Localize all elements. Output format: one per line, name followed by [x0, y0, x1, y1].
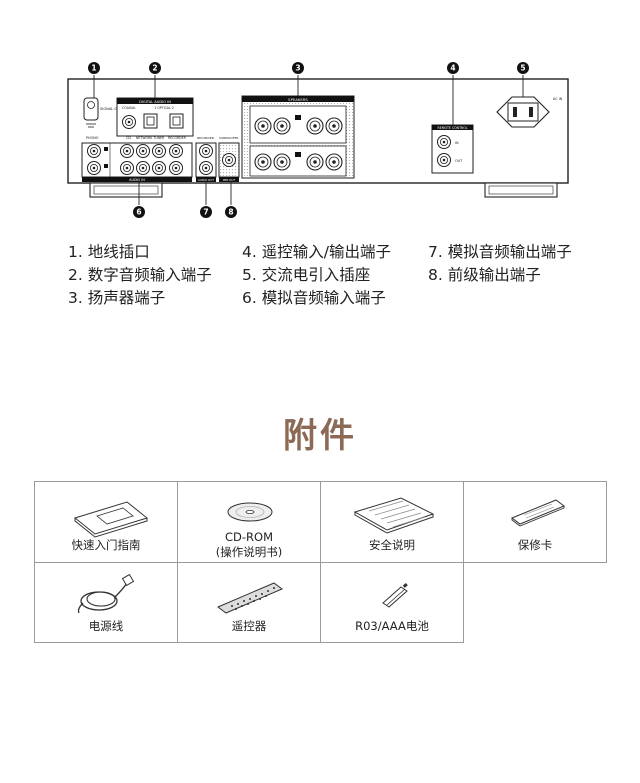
foot-left: [89, 182, 163, 198]
accessory-label: 保修卡: [517, 538, 553, 552]
svg-text:AC IN: AC IN: [553, 97, 563, 101]
accessory-label: 快速入门指南: [71, 538, 141, 552]
svg-text:7: 7: [203, 208, 208, 217]
accessory-label: 安全说明: [369, 538, 415, 552]
legend-item: 1. 地线插口: [68, 243, 150, 261]
svg-text:SPEAKERS: SPEAKERS: [288, 97, 308, 102]
accessory-label: 电源线: [88, 619, 124, 633]
svg-text:AUDIO OUT: AUDIO OUT: [198, 178, 214, 182]
svg-text:2: 2: [152, 64, 157, 73]
speaker-terminals-block: SPEAKERS: [241, 95, 355, 179]
legend-column-2: 4. 遥控输入/输出端子 5. 交流电引入插座 6. 模拟音频输入端子: [242, 241, 391, 310]
remote-control-block: REMOTE CONTROL IN OUT: [431, 124, 474, 174]
svg-text:PRE OUT: PRE OUT: [223, 178, 236, 182]
svg-text:6: 6: [136, 208, 141, 217]
quick-start-guide-icon: [73, 501, 149, 538]
svg-text:NETWORK TUNER: NETWORK TUNER: [136, 136, 165, 140]
battery-icon: [382, 582, 408, 608]
svg-text:4: 4: [450, 64, 455, 73]
svg-text:SUBWOOFER: SUBWOOFER: [219, 136, 238, 140]
legend-item: 7. 模拟音频输出端子: [428, 243, 572, 261]
pre-out-block: PRE OUT SUBWOOFER: [218, 136, 240, 182]
legend-column-3: 7. 模拟音频输出端子 8. 前级输出端子: [428, 241, 572, 287]
warranty-card-icon: [510, 499, 566, 527]
svg-text:RECORDER: RECORDER: [168, 136, 187, 140]
legend-item: 2. 数字音频输入端子: [68, 266, 212, 284]
cd-rom-icon: [227, 502, 273, 522]
svg-text:8: 8: [228, 208, 233, 217]
remote-control-icon: [217, 582, 283, 614]
accessory-power-cord: 电源线: [34, 562, 178, 643]
svg-text:3: 3: [295, 64, 300, 73]
callout-lines: [93, 75, 524, 205]
legend-item: 6. 模拟音频输入端子: [242, 289, 386, 307]
accessory-cd-rom: CD-ROM (操作说明书): [177, 481, 321, 563]
accessory-label: CD-ROM (操作说明书): [215, 530, 283, 559]
power-cord-icon: [77, 573, 135, 614]
callout-badges: 1 2 3 4 5 6 7 8: [88, 62, 529, 218]
audio-in-block: AUDIO IN PHONO CD NETWORK TUNER RECORDER: [81, 136, 193, 182]
svg-text:1 OPTICAL 2: 1 OPTICAL 2: [154, 106, 174, 110]
legend-column-1: 1. 地线插口 2. 数字音频输入端子 3. 扬声器端子: [68, 241, 212, 310]
accessory-remote-control: 遥控器: [177, 562, 321, 643]
accessory-label: R03/AAA电池: [355, 619, 429, 633]
legend-item: 8. 前级输出端子: [428, 266, 541, 284]
svg-text:AUDIO IN: AUDIO IN: [129, 178, 145, 182]
accessories-grid: 快速入门指南 CD-ROM (操作说明书) 安全说明 保修卡: [34, 481, 607, 643]
svg-text:5: 5: [520, 64, 525, 73]
svg-text:CD: CD: [126, 136, 131, 140]
ground-terminal: [83, 97, 99, 128]
svg-text:IN: IN: [455, 141, 459, 145]
legend-item: 5. 交流电引入插座: [242, 266, 371, 284]
accessory-warranty-card: 保修卡: [463, 481, 607, 563]
accessory-quick-start-guide: 快速入门指南: [34, 481, 178, 563]
ac-inlet-block: AC IN: [496, 96, 563, 128]
svg-text:RECORDER: RECORDER: [197, 136, 214, 140]
svg-text:PHONO: PHONO: [86, 136, 99, 140]
accessory-label: 遥控器: [231, 619, 267, 633]
svg-text:1: 1: [91, 64, 96, 73]
svg-text:OUT: OUT: [455, 159, 463, 163]
safety-instructions-icon: [353, 497, 435, 534]
accessories-title: 附件: [283, 416, 357, 456]
digital-audio-in-block: DIGITAL AUDIO IN COAXIAL 1 OPTICAL 2: [116, 97, 194, 137]
foot-right: [484, 182, 558, 198]
audio-out-block: AUDIO OUT RECORDER: [195, 136, 217, 182]
svg-text:REMOTE CONTROL: REMOTE CONTROL: [437, 126, 467, 130]
legend-item: 3. 扬声器端子: [68, 289, 166, 307]
svg-text:DIGITAL AUDIO IN: DIGITAL AUDIO IN: [139, 100, 171, 104]
accessory-safety-instructions: 安全说明: [320, 481, 464, 563]
rear-panel-diagram: SIGNAL GND DIGITAL AUDIO IN COAXIAL 1 OP…: [67, 62, 569, 218]
signal-gnd-label: SIGNAL GND: [100, 107, 123, 111]
accessory-batteries: R03/AAA电池: [320, 562, 464, 643]
legend-item: 4. 遥控输入/输出端子: [242, 243, 391, 261]
svg-text:COAXIAL: COAXIAL: [122, 106, 136, 110]
